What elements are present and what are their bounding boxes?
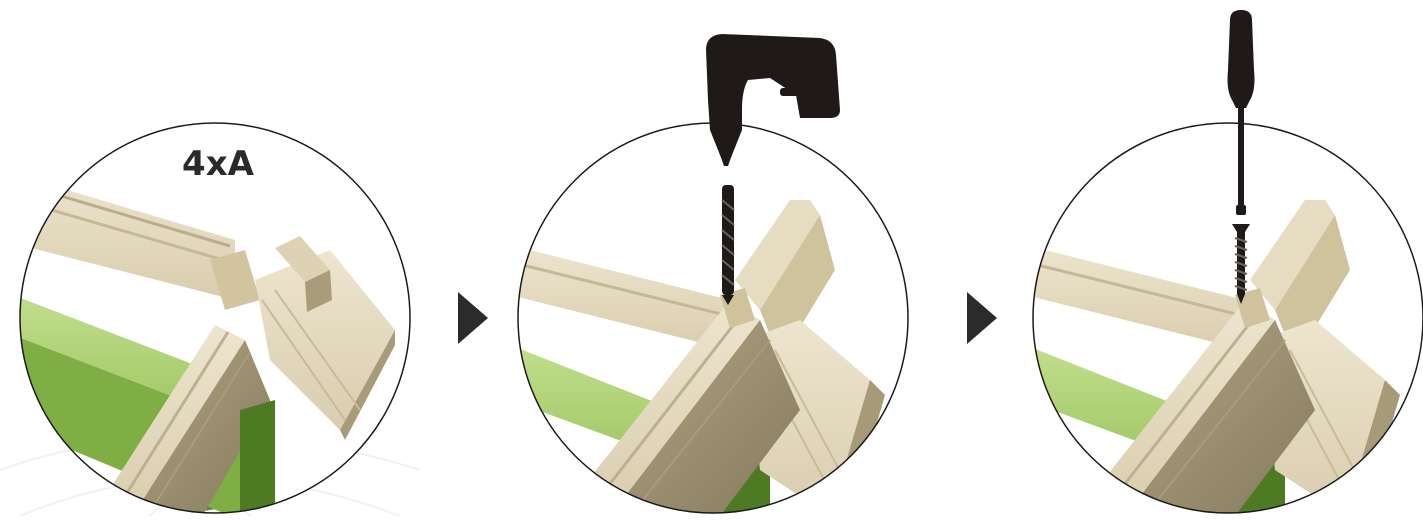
- arrow-right-icon: [458, 292, 488, 344]
- screw-icon: [1232, 224, 1250, 304]
- step-1-quantity-label: 4xA: [182, 144, 255, 184]
- drill-bit-icon: [721, 185, 735, 305]
- step-3-panel: [1032, 10, 1423, 514]
- screwdriver-icon: [1227, 10, 1255, 215]
- detail-circle: [1032, 122, 1423, 514]
- drill-icon: [706, 34, 840, 166]
- step-1-panel: 4xA: [19, 122, 411, 514]
- step-2-panel: [517, 34, 909, 514]
- detail-circle: [19, 122, 411, 514]
- arrow-right-icon: [967, 292, 997, 344]
